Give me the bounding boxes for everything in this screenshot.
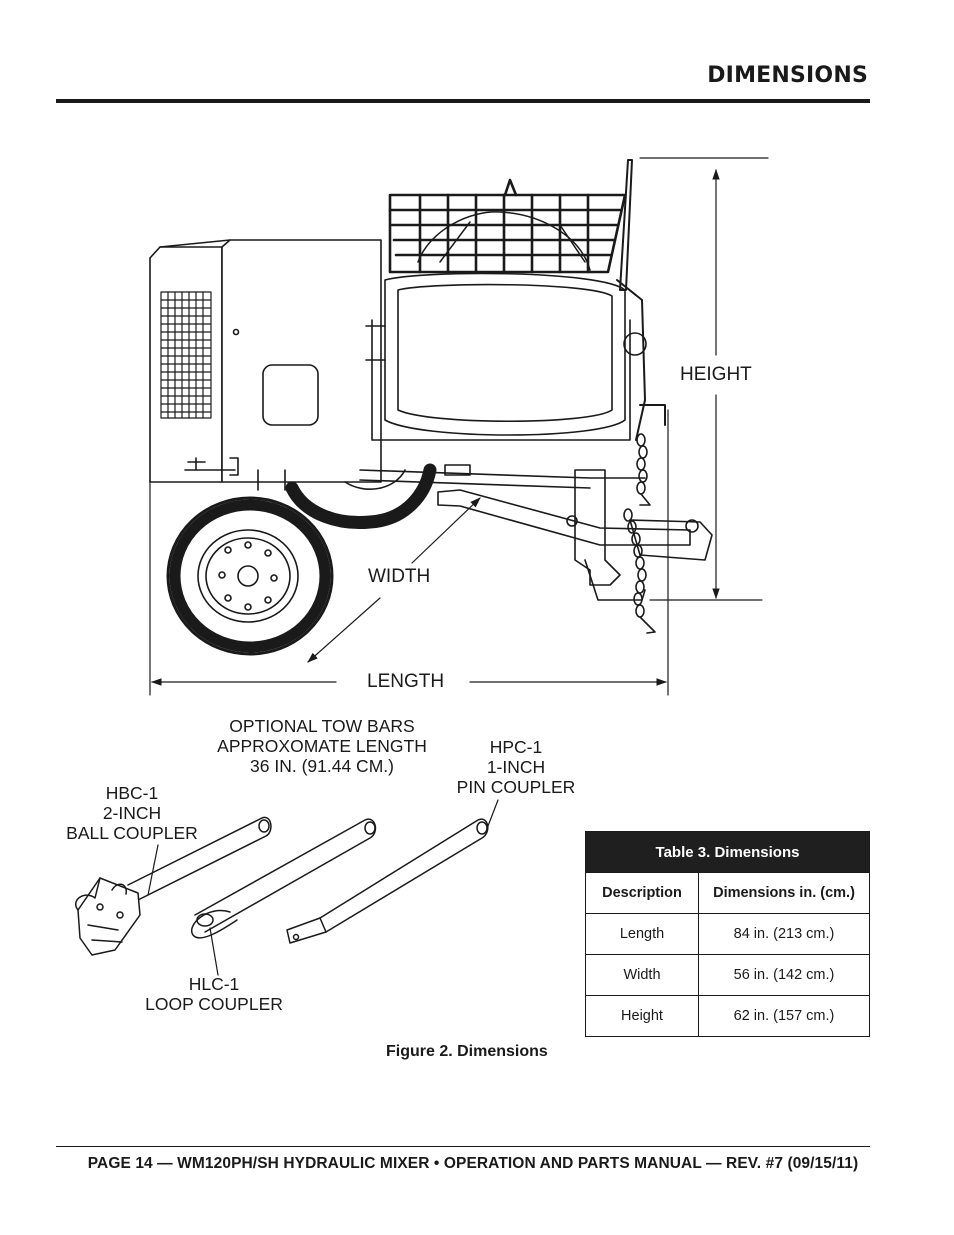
engine-vent <box>160 291 212 419</box>
tow-bars-label: OPTIONAL TOW BARS APPROXOMATE LENGTH 36 … <box>208 716 436 776</box>
tow-bar-hpc <box>286 818 489 944</box>
width-label: WIDTH <box>368 566 431 587</box>
dump-handle <box>616 159 666 441</box>
table-row: Height 62 in. (157 cm.) <box>585 995 870 1037</box>
hpc-line-3: PIN COUPLER <box>456 777 576 797</box>
row-description: Height <box>585 995 699 1037</box>
tow-bars-line-2: APPROXOMATE LENGTH <box>217 736 427 756</box>
header-rule <box>56 99 870 103</box>
row-value: 56 in. (142 cm.) <box>698 954 870 996</box>
hlc-line-1: HLC-1 <box>188 974 240 994</box>
length-dimension <box>149 409 669 696</box>
row-value: 62 in. (157 cm.) <box>698 995 870 1037</box>
hlc-label: HLC-1 LOOP COUPLER <box>136 974 292 1014</box>
hpc-line-1: HPC-1 <box>489 737 543 757</box>
row-description: Width <box>585 954 699 996</box>
hpc-label: HPC-1 1-INCH PIN COUPLER <box>448 737 584 797</box>
hlc-line-2: LOOP COUPLER <box>145 994 283 1014</box>
table-row: Length 84 in. (213 cm.) <box>585 913 870 955</box>
hbc-line-3: BALL COUPLER <box>66 823 198 843</box>
dimensions-table: Table 3. Dimensions Description Dimensio… <box>585 831 870 1037</box>
width-dimension <box>307 497 481 663</box>
rear-wheel <box>285 463 437 530</box>
column-header-description: Description <box>585 872 699 914</box>
height-label: HEIGHT <box>680 364 752 385</box>
safety-grate <box>388 178 627 274</box>
table-caption: Table 3. Dimensions <box>585 831 870 873</box>
front-wheel <box>166 469 334 656</box>
engine-housing <box>149 239 382 483</box>
tow-tongue <box>359 464 713 601</box>
height-dimension <box>639 157 769 601</box>
length-label: LENGTH <box>367 671 445 692</box>
row-description: Length <box>585 913 699 955</box>
footer-rule <box>56 1146 870 1147</box>
hbc-line-2: 2-INCH <box>102 803 162 823</box>
hbc-label: HBC-1 2-INCH BALL COUPLER <box>58 783 206 843</box>
mixer-dimensions-drawing <box>75 157 769 976</box>
table-row: Width 56 in. (142 cm.) <box>585 954 870 996</box>
page-footer: PAGE 14 — WM120PH/SH HYDRAULIC MIXER • O… <box>87 1155 859 1172</box>
hpc-line-2: 1-INCH <box>486 757 546 777</box>
row-value: 84 in. (213 cm.) <box>698 913 870 955</box>
column-header-dimensions: Dimensions in. (cm.) <box>698 872 870 914</box>
hbc-line-1: HBC-1 <box>105 783 159 803</box>
page-title: DIMENSIONS <box>707 63 868 88</box>
safety-chains <box>623 433 656 634</box>
tow-bars-line-3: 36 IN. (91.44 CM.) <box>250 756 394 776</box>
mixer-drum <box>365 272 647 441</box>
figure-caption: Figure 2. Dimensions <box>386 1043 548 1060</box>
tow-bar-hbc <box>75 816 272 956</box>
tow-bar-hlc <box>190 818 377 939</box>
tow-bars-line-1: OPTIONAL TOW BARS <box>229 716 415 736</box>
